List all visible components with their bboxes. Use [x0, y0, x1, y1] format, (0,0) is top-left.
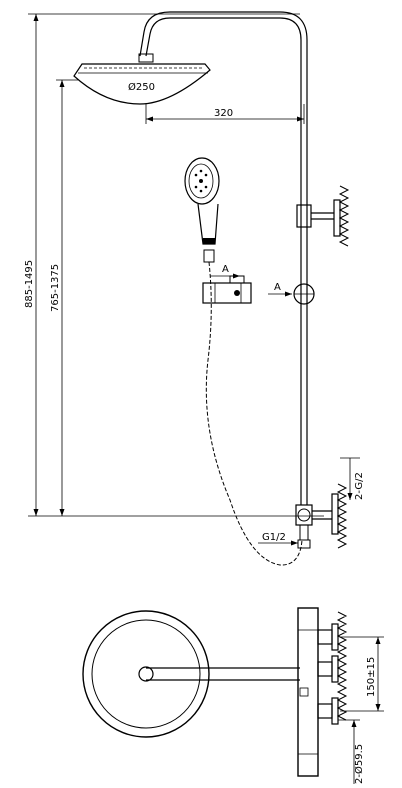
head-height-dimension	[56, 79, 78, 516]
shower-arm	[139, 11, 308, 60]
inlet-thread-leader	[258, 540, 298, 546]
total-height-label: 885-1495	[24, 260, 35, 308]
escutcheon-label: 2-Ø59.5	[353, 744, 365, 784]
center-distance-label: 150±15	[366, 657, 377, 697]
shower-head	[73, 53, 211, 105]
outlet-thread-label: 2-G/2	[354, 472, 365, 500]
section-mark-right: A	[274, 282, 281, 293]
total-height-dimension	[28, 13, 300, 516]
mixer-inlet-assembly	[295, 483, 348, 549]
riser-pipe	[300, 60, 308, 505]
head-diameter-label: Ø250	[128, 81, 155, 93]
shower-arm-top-view	[146, 667, 300, 681]
thermostatic-body-top-view	[297, 607, 348, 777]
escutcheon-dimension	[338, 719, 360, 784]
outlet-thread-dimension	[340, 457, 360, 500]
shower-head-top-view	[82, 610, 210, 738]
elevation-view: Ø250 320 885-1495 765-1375	[24, 11, 365, 566]
slide-holder	[202, 275, 252, 304]
section-mark-left: A	[222, 264, 229, 275]
hand-shower	[184, 157, 220, 263]
shower-hose	[205, 261, 303, 566]
inlet-thread-label: G1/2	[262, 532, 286, 543]
riser-slider-ring	[293, 283, 315, 305]
center-distance-dimension	[340, 636, 384, 712]
upper-wall-bracket	[296, 185, 350, 247]
plan-view: 150±15 2-Ø59.5	[82, 607, 384, 784]
head-height-label: 765-1375	[50, 264, 61, 312]
arm-length-dimension	[145, 104, 305, 124]
arm-length-label: 320	[214, 108, 233, 119]
section-arrow-right	[268, 291, 292, 297]
